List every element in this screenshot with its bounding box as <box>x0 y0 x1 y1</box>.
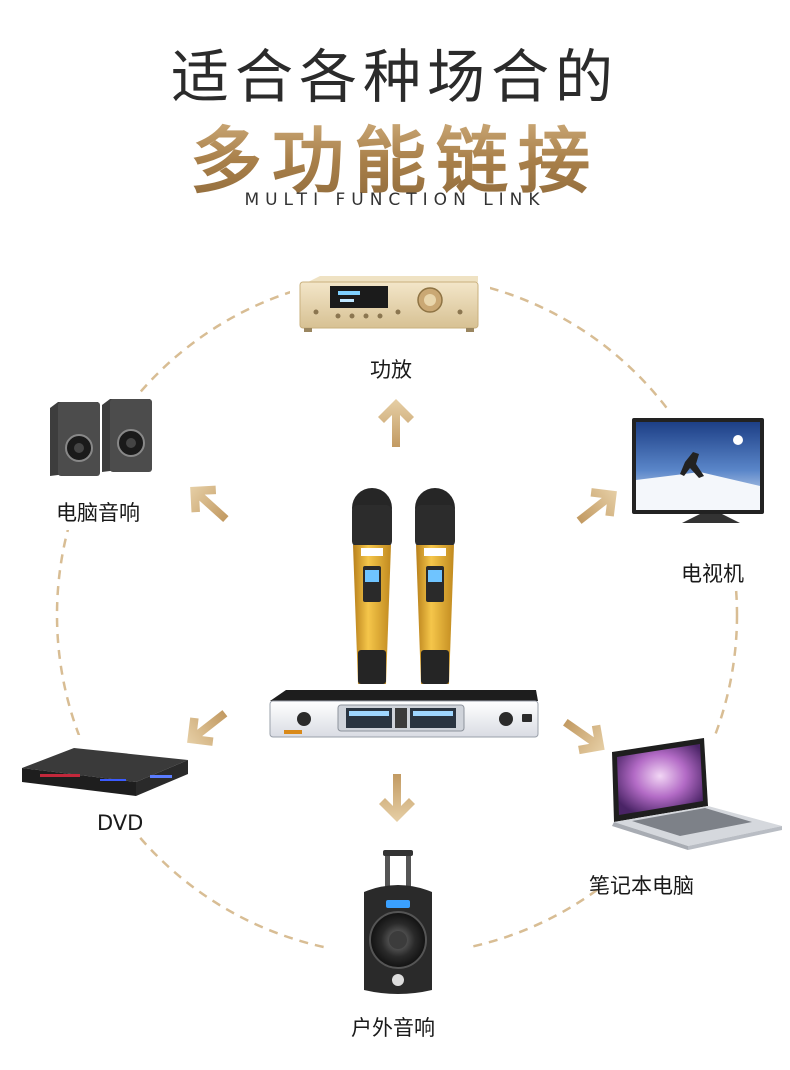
title-line-2: 多功能链接 <box>0 102 790 207</box>
label-tv: 电视机 <box>681 562 744 586</box>
microphone-right-icon <box>415 488 455 684</box>
label-outdoor-speaker: 户外音响 <box>351 1016 435 1040</box>
subtitle: MULTI FUNCTION LINK <box>244 190 546 210</box>
dvd-player-icon <box>22 748 188 796</box>
arrow-upleft-icon <box>178 473 238 533</box>
arrow-upright-icon <box>568 477 628 535</box>
label-amplifier: 功放 <box>370 358 412 382</box>
label-pc-speakers: 电脑音响 <box>56 501 140 525</box>
laptop-icon <box>612 738 782 850</box>
title-line-1: 适合各种场合的 <box>170 43 619 111</box>
amplifier-icon <box>299 276 479 332</box>
receiver-icon <box>269 690 539 738</box>
microphone-left-icon <box>352 488 392 684</box>
arrow-down-icon <box>379 774 415 822</box>
tv-icon <box>632 418 764 523</box>
label-laptop: 笔记本电脑 <box>589 874 694 898</box>
pc-speakers-icon <box>50 399 152 476</box>
label-dvd: DVD <box>97 811 144 835</box>
arrow-up-icon <box>378 399 414 447</box>
outdoor-speaker-icon <box>364 850 432 994</box>
